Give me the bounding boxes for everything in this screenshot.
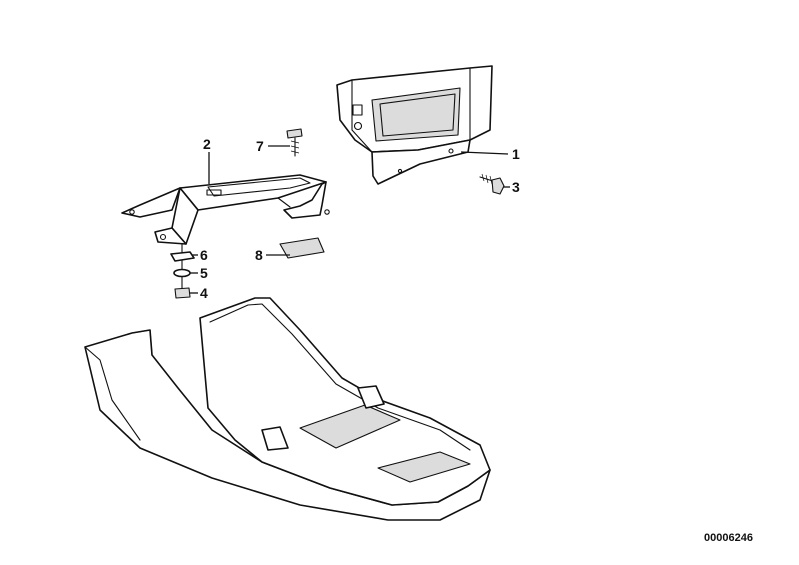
washer-part-6 xyxy=(170,251,195,262)
callout-number: 5 xyxy=(200,265,208,281)
callout-7: 7 xyxy=(256,138,290,154)
callout-3: 3 xyxy=(503,179,520,195)
pad-part-8 xyxy=(279,237,325,259)
bracket-part-2 xyxy=(121,174,330,245)
callout-1: 1 xyxy=(460,146,520,162)
reference-number: 00006246 xyxy=(704,532,753,544)
panel-part-1 xyxy=(336,65,493,185)
callout-number: 4 xyxy=(200,285,208,301)
screw-part-7 xyxy=(286,128,303,157)
nut-part-4 xyxy=(174,287,191,299)
callout-number: 7 xyxy=(256,138,264,154)
callout-number: 1 xyxy=(512,146,520,162)
callout-6: 6 xyxy=(192,247,208,263)
callout-5: 5 xyxy=(190,265,208,281)
callout-number: 6 xyxy=(200,247,208,263)
fastener-stack xyxy=(170,243,195,299)
screw-part-3 xyxy=(479,173,505,195)
washer-part-5 xyxy=(173,268,191,278)
callout-number: 8 xyxy=(255,247,263,263)
callout-number: 2 xyxy=(203,136,211,152)
callout-2: 2 xyxy=(203,136,211,184)
callout-4: 4 xyxy=(190,285,208,301)
callout-number: 3 xyxy=(512,179,520,195)
callout-8: 8 xyxy=(255,247,290,263)
centre-console xyxy=(84,297,491,521)
